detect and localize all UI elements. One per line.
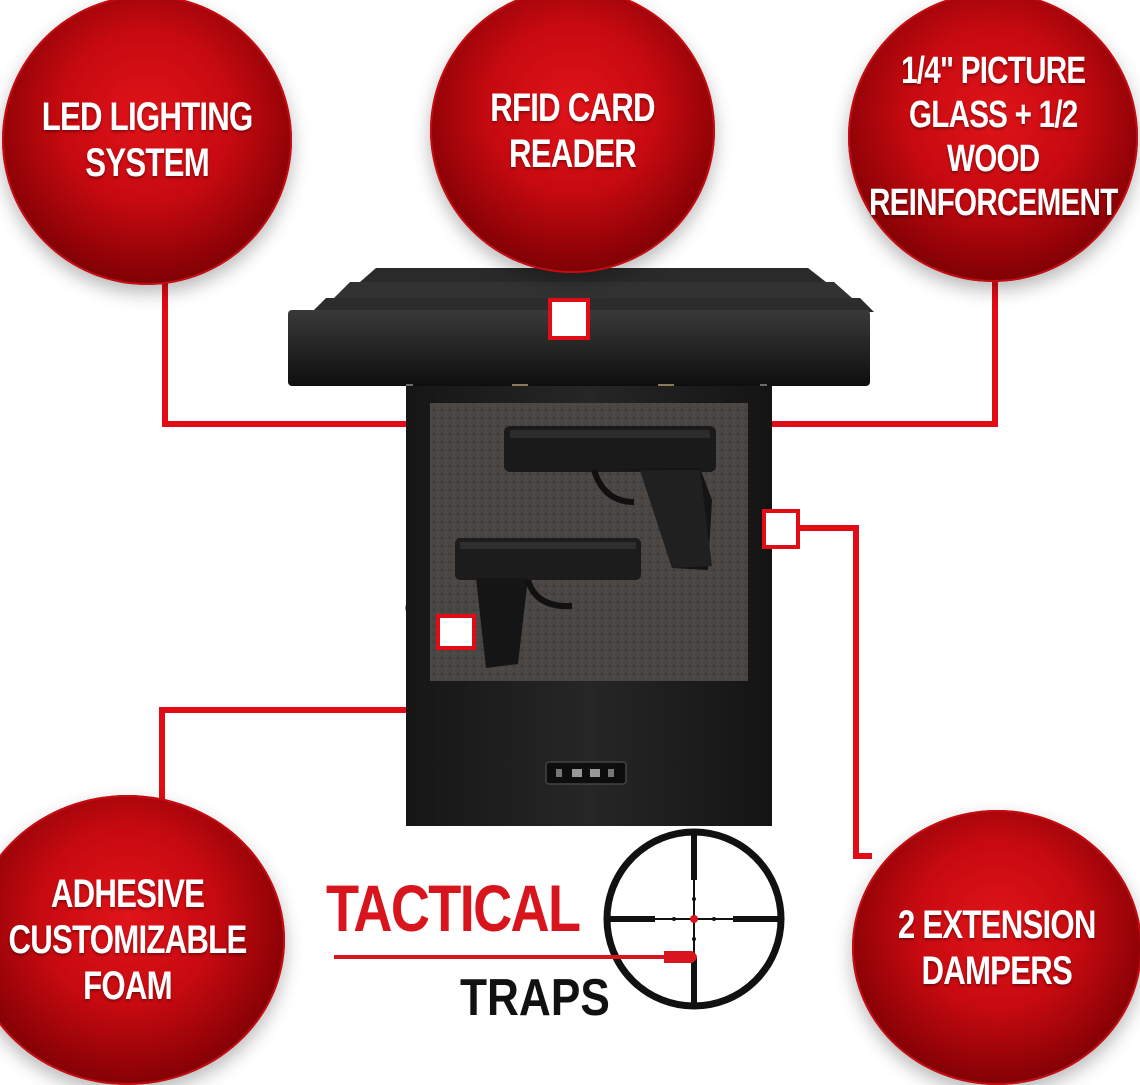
crosshair-scope-icon (603, 828, 785, 1010)
logo-word-tactical: TACTICAL (326, 871, 581, 945)
foam-marker (436, 614, 476, 650)
feature-bubble-foam: ADHESIVE CUSTOMIZABLE FOAM (0, 795, 285, 1085)
feature-bubble-dampers: 2 EXTENSION DAMPERS (852, 810, 1140, 1085)
feature-bubble-rfid: RFID CARD READER (430, 0, 715, 273)
feature-label: RFID CARD READER (490, 85, 655, 176)
cabinet-lid (288, 268, 874, 386)
logo-word-traps: TRAPS (460, 969, 610, 1027)
pistol-image (455, 538, 641, 668)
feature-bubble-led: LED LIGHTING SYSTEM (2, 0, 292, 285)
feature-bubble-glass: 1/4" PICTURE GLASS + 1/2 WOOD REINFORCEM… (848, 0, 1138, 282)
feature-label: 2 EXTENSION DAMPERS (898, 902, 1097, 993)
rfid-marker (548, 298, 590, 340)
feature-label: 1/4" PICTURE GLASS + 1/2 WOOD REINFORCEM… (868, 50, 1118, 224)
bullet-icon (334, 951, 697, 963)
feature-label: LED LIGHTING SYSTEM (41, 95, 254, 185)
keypad-lock-icon (545, 761, 627, 785)
pistol-image (504, 426, 716, 570)
feature-label: ADHESIVE CUSTOMIZABLE FOAM (8, 872, 248, 1008)
damper-marker (762, 509, 800, 549)
